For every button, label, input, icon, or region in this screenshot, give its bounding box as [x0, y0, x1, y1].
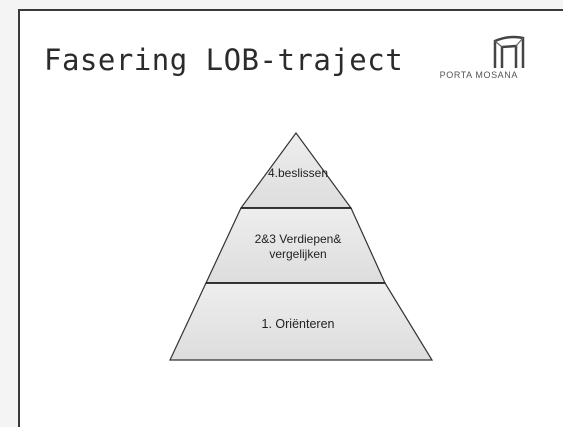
gate-logo-icon: [493, 35, 525, 68]
logo-text: PORTA MOSANA: [439, 70, 518, 80]
level-1-label: 1. Oriënteren: [261, 317, 335, 331]
level-4-label: 4.beslissen: [267, 166, 329, 180]
level-2-3-label: 2&3 Verdiepen& vergelijken: [254, 232, 342, 261]
porta-mosana-logo: PORTA MOSANA: [418, 35, 528, 85]
slide-title: Fasering LOB-traject: [44, 43, 404, 77]
